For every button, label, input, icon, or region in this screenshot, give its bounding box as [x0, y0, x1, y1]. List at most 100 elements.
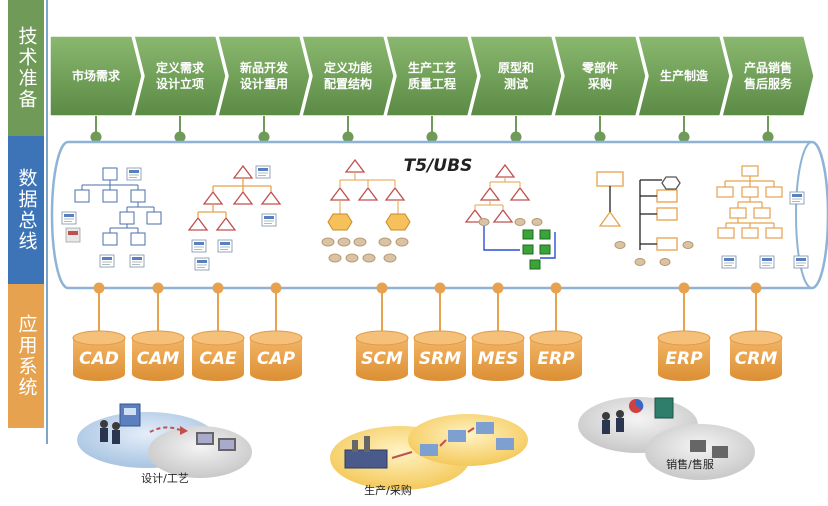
step-connector-dot — [90, 131, 102, 143]
system-label: CRM — [735, 349, 778, 369]
database-top — [413, 330, 467, 346]
bus-title: T5/UBS — [404, 156, 473, 176]
system-mes: MES — [471, 282, 525, 381]
database-body — [530, 338, 582, 381]
system-label: MES — [478, 349, 519, 369]
system-cae: CAE — [191, 282, 245, 381]
process-step-label: 质量工程 — [408, 76, 456, 91]
system-label: CAE — [199, 349, 237, 369]
database-body — [73, 338, 125, 381]
database-top — [191, 330, 245, 346]
scene-production-caption: 生产/采购 — [364, 483, 412, 497]
database-top — [471, 330, 525, 346]
structure-tree-blue — [74, 167, 162, 246]
database-top — [131, 330, 185, 346]
system-connector-dot — [152, 282, 164, 294]
scene-sales-caption: 销售/售服 — [666, 457, 714, 471]
process-step-1: 市场需求 — [49, 35, 143, 117]
database-body — [472, 338, 524, 381]
step-connector-dot — [342, 131, 354, 143]
step-connector-dot — [762, 131, 774, 143]
system-connector-dot — [376, 282, 388, 294]
process-step-label: 配置结构 — [324, 76, 372, 91]
system-erp: ERP — [657, 282, 711, 381]
process-step-label: 生产工艺 — [408, 60, 456, 75]
database-body — [356, 338, 408, 381]
process-step-label: 新品开发 — [240, 60, 289, 75]
system-srm: SRM — [413, 282, 467, 381]
system-cad: CAD — [72, 282, 126, 381]
process-step-label: 原型和 — [498, 60, 534, 75]
system-crm: CRM — [729, 282, 783, 381]
process-step-label: 生产制造 — [660, 68, 709, 83]
data-bus: T5/UBS — [50, 140, 828, 290]
scene-design: 设计/工艺 — [77, 403, 252, 485]
system-label: CAP — [257, 349, 296, 369]
system-cam: CAM — [131, 282, 185, 381]
system-label: CAM — [137, 349, 180, 369]
band-tech: 技术准备 — [8, 0, 44, 136]
system-connector-dot — [212, 282, 224, 294]
process-step-label: 定义功能 — [324, 60, 372, 75]
system-erp: ERP — [529, 282, 583, 381]
system-connector-dot — [678, 282, 690, 294]
system-connector-dot — [270, 282, 282, 294]
system-connector-dot — [492, 282, 504, 294]
process-steps: 市场需求定义需求设计立项新品开发设计重用定义功能配置结构生产工艺质量工程原型和测… — [49, 35, 815, 117]
process-step-label: 零部件 — [581, 60, 618, 75]
step-connector-dot — [174, 131, 186, 143]
process-step-label: 售后服务 — [744, 76, 793, 91]
step-connector-dot — [258, 131, 270, 143]
step-connector-dot — [510, 131, 522, 143]
process-step-label: 市场需求 — [72, 68, 121, 83]
process-step-label: 定义需求 — [156, 60, 205, 75]
database-top — [529, 330, 583, 346]
database-top — [249, 330, 303, 346]
database-body — [730, 338, 782, 381]
database-body — [192, 338, 244, 381]
step-connector-dot — [678, 131, 690, 143]
structure-tree-flow — [464, 163, 556, 270]
system-label: SRM — [419, 349, 461, 369]
database-body — [132, 338, 184, 381]
system-label: CAD — [79, 349, 119, 369]
structure-tree-red — [187, 164, 282, 231]
system-label: ERP — [665, 349, 703, 369]
band-divider — [46, 0, 48, 444]
process-step-8: 生产制造 — [637, 35, 731, 117]
database-body — [250, 338, 302, 381]
process-step-label: 采购 — [587, 76, 612, 91]
process-step-label: 设计立项 — [156, 76, 204, 91]
step-connector-dot — [594, 131, 606, 143]
system-connector-dot — [750, 282, 762, 294]
scene-design-caption: 设计/工艺 — [141, 472, 189, 485]
structure-tree-config — [321, 158, 411, 263]
system-scm: SCM — [355, 282, 409, 381]
database-top — [729, 330, 783, 346]
scene-production: 生产/采购 — [330, 414, 528, 497]
database-body — [658, 338, 710, 381]
system-cap: CAP — [249, 282, 303, 381]
process-step-label: 测试 — [504, 76, 528, 91]
structure-tree-erp — [596, 171, 681, 251]
system-label: SCM — [361, 349, 403, 369]
erp-parts — [614, 241, 694, 266]
scene-sales: 销售/售服 — [578, 397, 755, 480]
process-step-label: 产品销售 — [744, 60, 792, 75]
band-data-bus: 数据总线 — [8, 136, 44, 284]
system-connector-dot — [550, 282, 562, 294]
database-top — [72, 330, 126, 346]
database-body — [414, 338, 466, 381]
step-connectors — [90, 116, 774, 143]
system-connector-dot — [93, 282, 105, 294]
database-top — [657, 330, 711, 346]
system-connector-dot — [434, 282, 446, 294]
